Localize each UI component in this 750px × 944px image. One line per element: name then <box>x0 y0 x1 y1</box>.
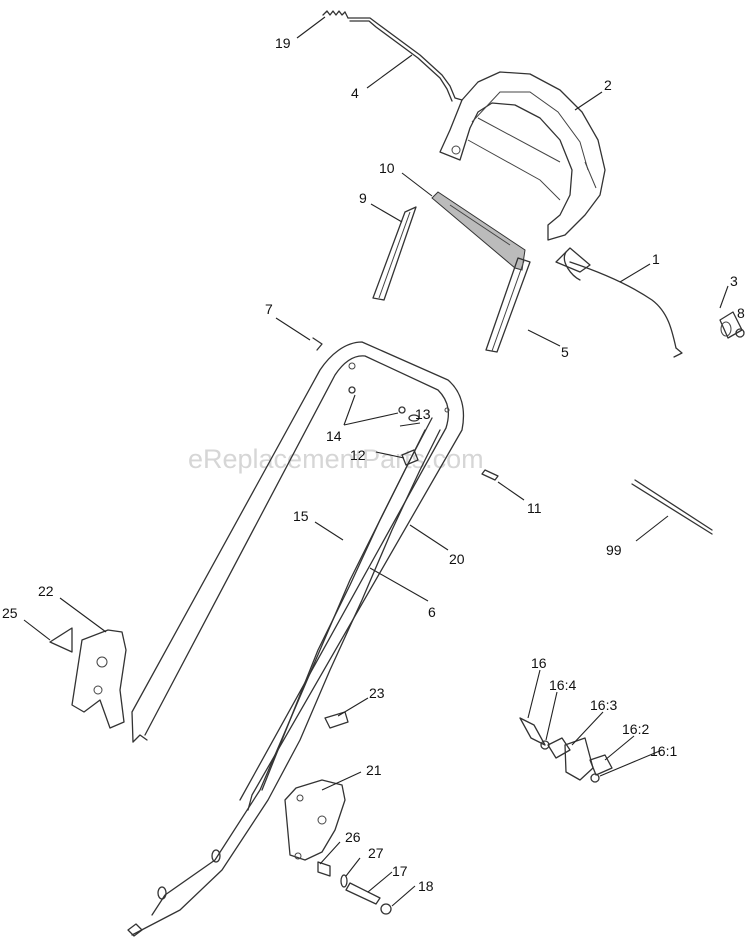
part-5-right-grip <box>485 257 531 353</box>
callout-20: 20 <box>449 551 465 567</box>
main-lower-handle <box>131 341 465 811</box>
part-22-bracket <box>71 629 127 729</box>
callout-7: 7 <box>265 301 273 317</box>
part-1-cable <box>555 247 683 358</box>
part-21-bracket <box>284 779 346 861</box>
part-27-washer <box>340 874 348 888</box>
callout-25: 25 <box>2 605 18 621</box>
part-11-bolt <box>481 469 499 481</box>
callout-27: 27 <box>368 845 384 861</box>
callout-labels: 19 4 2 10 9 1 3 8 7 5 13 14 12 11 15 20 … <box>2 35 745 894</box>
callout-16: 16 <box>531 655 547 671</box>
part-8-nut <box>735 328 745 338</box>
callout-23: 23 <box>369 685 385 701</box>
callout-99: 99 <box>606 542 622 558</box>
callout-18: 18 <box>418 878 434 894</box>
callout-9: 9 <box>359 190 367 206</box>
callout-13: 13 <box>415 406 431 422</box>
part-7-clip <box>312 337 323 351</box>
callout-4: 4 <box>351 85 359 101</box>
callout-16-1: 16:1 <box>650 743 677 759</box>
part-16-assembly <box>519 717 613 783</box>
part-99-cable-tie <box>631 479 713 535</box>
callout-16-4: 16:4 <box>549 677 576 693</box>
callout-8: 8 <box>737 305 745 321</box>
part-2-upper-handle <box>439 71 606 241</box>
part-13-washer <box>408 414 420 422</box>
callout-10: 10 <box>379 160 395 176</box>
callout-6: 6 <box>428 604 436 620</box>
part-20-rod <box>261 429 426 791</box>
callout-22: 22 <box>38 583 54 599</box>
part-25-wedge <box>49 627 73 653</box>
leader-lines <box>23 16 729 907</box>
callout-15: 15 <box>293 508 309 524</box>
part-10-decal <box>431 191 526 271</box>
callout-1: 1 <box>652 251 660 267</box>
part-19-spring <box>322 10 349 19</box>
part-17-bolt <box>345 882 381 905</box>
part-9-left-grip <box>372 206 417 301</box>
callout-12: 12 <box>350 447 366 463</box>
callout-14: 14 <box>326 428 342 444</box>
callout-16-2: 16:2 <box>622 721 649 737</box>
part-12-guide <box>401 449 419 466</box>
part-4-rod <box>347 17 463 102</box>
callout-21: 21 <box>366 762 382 778</box>
callout-3: 3 <box>730 273 738 289</box>
part-18-nut <box>380 903 392 915</box>
callout-16-3: 16:3 <box>590 697 617 713</box>
callout-17: 17 <box>392 863 408 879</box>
callout-11: 11 <box>527 500 542 516</box>
callout-19: 19 <box>275 35 291 51</box>
callout-2: 2 <box>604 77 612 93</box>
part-14-bolts <box>348 386 406 414</box>
part-23-fitting <box>324 711 349 729</box>
callout-5: 5 <box>561 344 569 360</box>
callout-26: 26 <box>345 829 361 845</box>
part-26-bushing <box>317 861 331 877</box>
part-15-cable <box>151 417 433 916</box>
part-6-cable <box>127 429 441 937</box>
